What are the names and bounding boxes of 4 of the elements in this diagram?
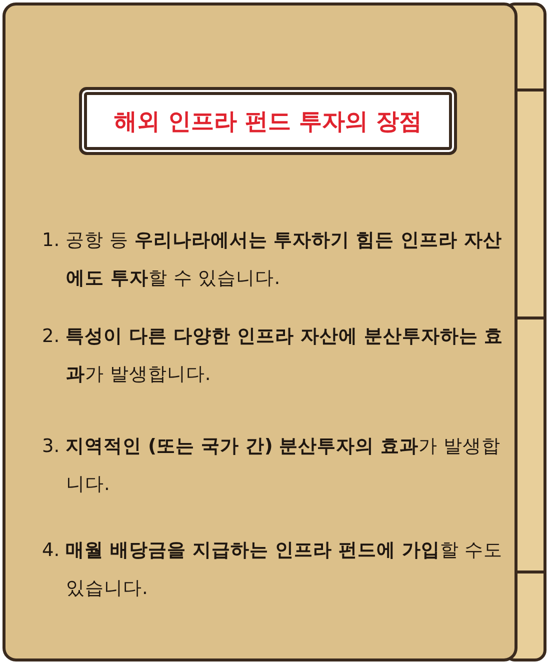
list-item: 4. 매월 배당금을 지급하는 인프라 펀드에 가입할 수도 있습니다.: [42, 539, 504, 601]
list-item: 1. 공항 등 우리나라에서는 투자하기 힘든 인프라 자산에도 투자할 수 있습니다.: [42, 229, 504, 291]
list-item: 2. 특성이 다른 다양한 인프라 자산에 분산투자하는 효과가 발생합니다.: [42, 325, 504, 387]
list-item: 3. 지역적인 (또는 국가 간) 분산투자의 효과가 발생합니다.: [42, 435, 502, 497]
